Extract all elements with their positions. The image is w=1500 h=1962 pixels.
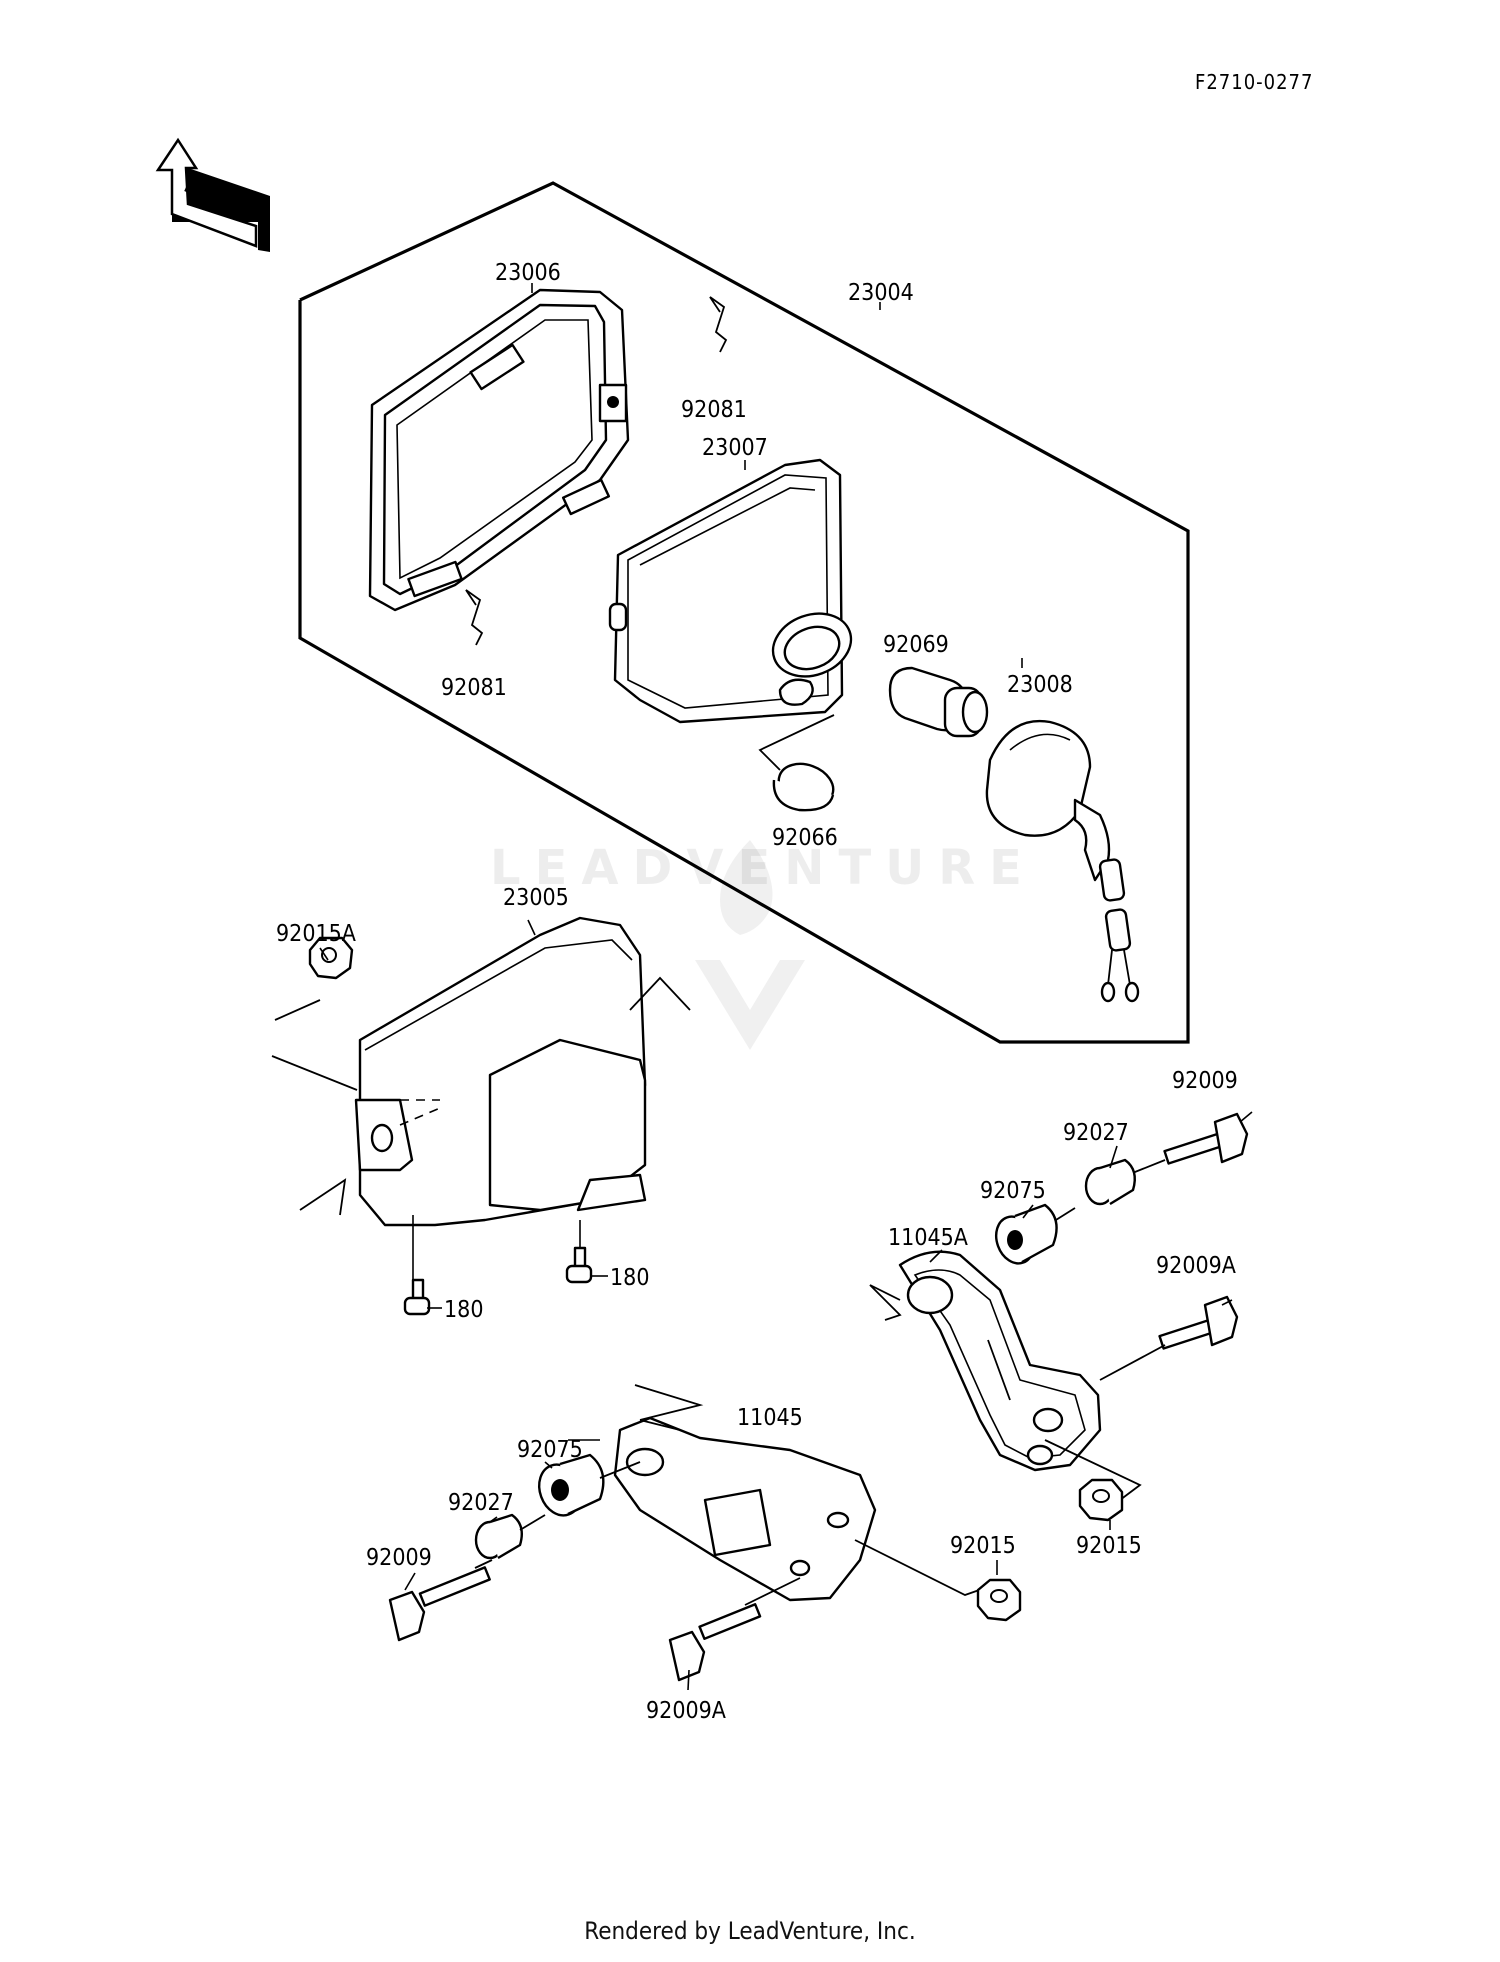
front-arrow-icon: FRONT [155, 137, 270, 252]
callout-180-a: 180 [444, 1297, 484, 1323]
callout-11045: 11045 [737, 1405, 803, 1431]
callout-92075-right: 92075 [980, 1178, 1046, 1204]
spring-clip-upper [709, 296, 728, 353]
callout-92081-lower: 92081 [441, 675, 507, 701]
watermark: LEADVENTURE [490, 840, 1036, 896]
spring-clip-lower [465, 589, 484, 646]
bulb-socket [985, 719, 1140, 1003]
callout-92009-right: 92009 [1172, 1068, 1238, 1094]
callout-92015A: 92015A [276, 921, 356, 947]
callout-92027-right: 92027 [1063, 1120, 1129, 1146]
screw-cover-a [403, 1278, 431, 1316]
callout-92081-upper: 92081 [681, 397, 747, 423]
leader-lines [319, 283, 1253, 1691]
bracket-right [869, 1250, 1102, 1472]
damper-left [538, 1453, 641, 1517]
bolt-left [388, 1559, 493, 1642]
callout-92027-left: 92027 [448, 1490, 514, 1516]
callout-92009A-left: 92009A [646, 1698, 726, 1724]
callout-92009A-right: 92009A [1156, 1253, 1236, 1279]
collar-left [474, 1513, 546, 1560]
damper-right [994, 1203, 1058, 1265]
callout-11045A: 11045A [888, 1225, 968, 1251]
callout-92015-right: 92015 [1076, 1533, 1142, 1559]
rubber-cap [758, 714, 835, 812]
callout-23006: 23006 [495, 260, 561, 286]
headlight-rim [368, 288, 630, 612]
lens-unit [608, 458, 853, 724]
nut-left [854, 1539, 1022, 1622]
callout-180-b: 180 [610, 1265, 650, 1291]
callout-92069: 92069 [883, 632, 949, 658]
bolt-right-a [1099, 1295, 1239, 1381]
assembly-outline [298, 181, 1190, 1044]
watermark-logo-icon [695, 840, 805, 1050]
callout-23004: 23004 [848, 280, 914, 306]
screw-cover-b [565, 1246, 593, 1284]
bolt-left-a [668, 1577, 801, 1682]
bracket-left [613, 1384, 877, 1602]
bulb [888, 666, 989, 738]
headlight-cover [271, 916, 691, 1305]
callout-23007: 23007 [702, 435, 768, 461]
diagram-code: F2710-0277 [1195, 70, 1314, 94]
callout-92015-left: 92015 [950, 1533, 1016, 1559]
callout-23008: 23008 [1007, 672, 1073, 698]
callout-23005: 23005 [503, 885, 569, 911]
callout-92075-left: 92075 [517, 1437, 583, 1463]
footer-credit: Rendered by LeadVenture, Inc. [584, 1917, 916, 1945]
callout-92009-left: 92009 [366, 1545, 432, 1571]
callout-92066: 92066 [772, 825, 838, 851]
nut-right [1044, 1439, 1142, 1522]
